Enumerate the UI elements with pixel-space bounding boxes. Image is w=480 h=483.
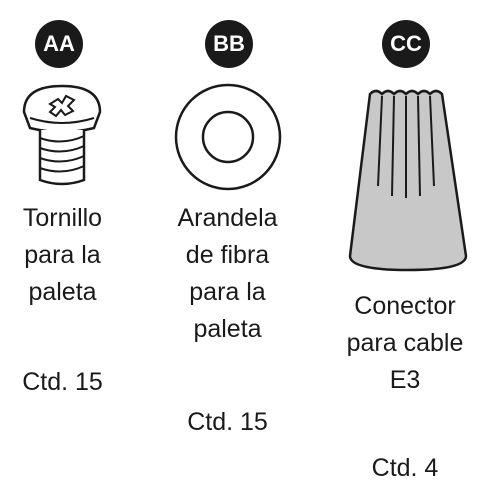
part-badge-bb: BB bbox=[205, 20, 253, 68]
part-name-aa: Tornillo para la paleta bbox=[22, 204, 103, 306]
part-quantity-aa: Ctd. 15 bbox=[22, 368, 103, 396]
part-quantity-bb: Ctd. 15 bbox=[187, 408, 268, 436]
part-name-bb: Arandela de fibra para la paleta bbox=[177, 204, 278, 343]
part-quantity-cc: Ctd. 4 bbox=[371, 454, 439, 482]
washer-icon bbox=[174, 83, 282, 191]
screw-icon bbox=[22, 84, 102, 186]
wire-connector-icon bbox=[348, 89, 468, 272]
part-item-aa: AA Tornillo para la paleta Ctd. 15 bbox=[0, 0, 125, 481]
part-name-cc: Conector para cable E3 bbox=[346, 292, 464, 394]
part-item-bb: BB Arandela de fibra para la paleta Ctd.… bbox=[155, 0, 300, 481]
part-item-cc: CC Conector para cable E3 Ctd. 4 bbox=[330, 0, 480, 482]
part-badge-aa: AA bbox=[35, 20, 83, 68]
part-badge-cc: CC bbox=[382, 20, 430, 68]
